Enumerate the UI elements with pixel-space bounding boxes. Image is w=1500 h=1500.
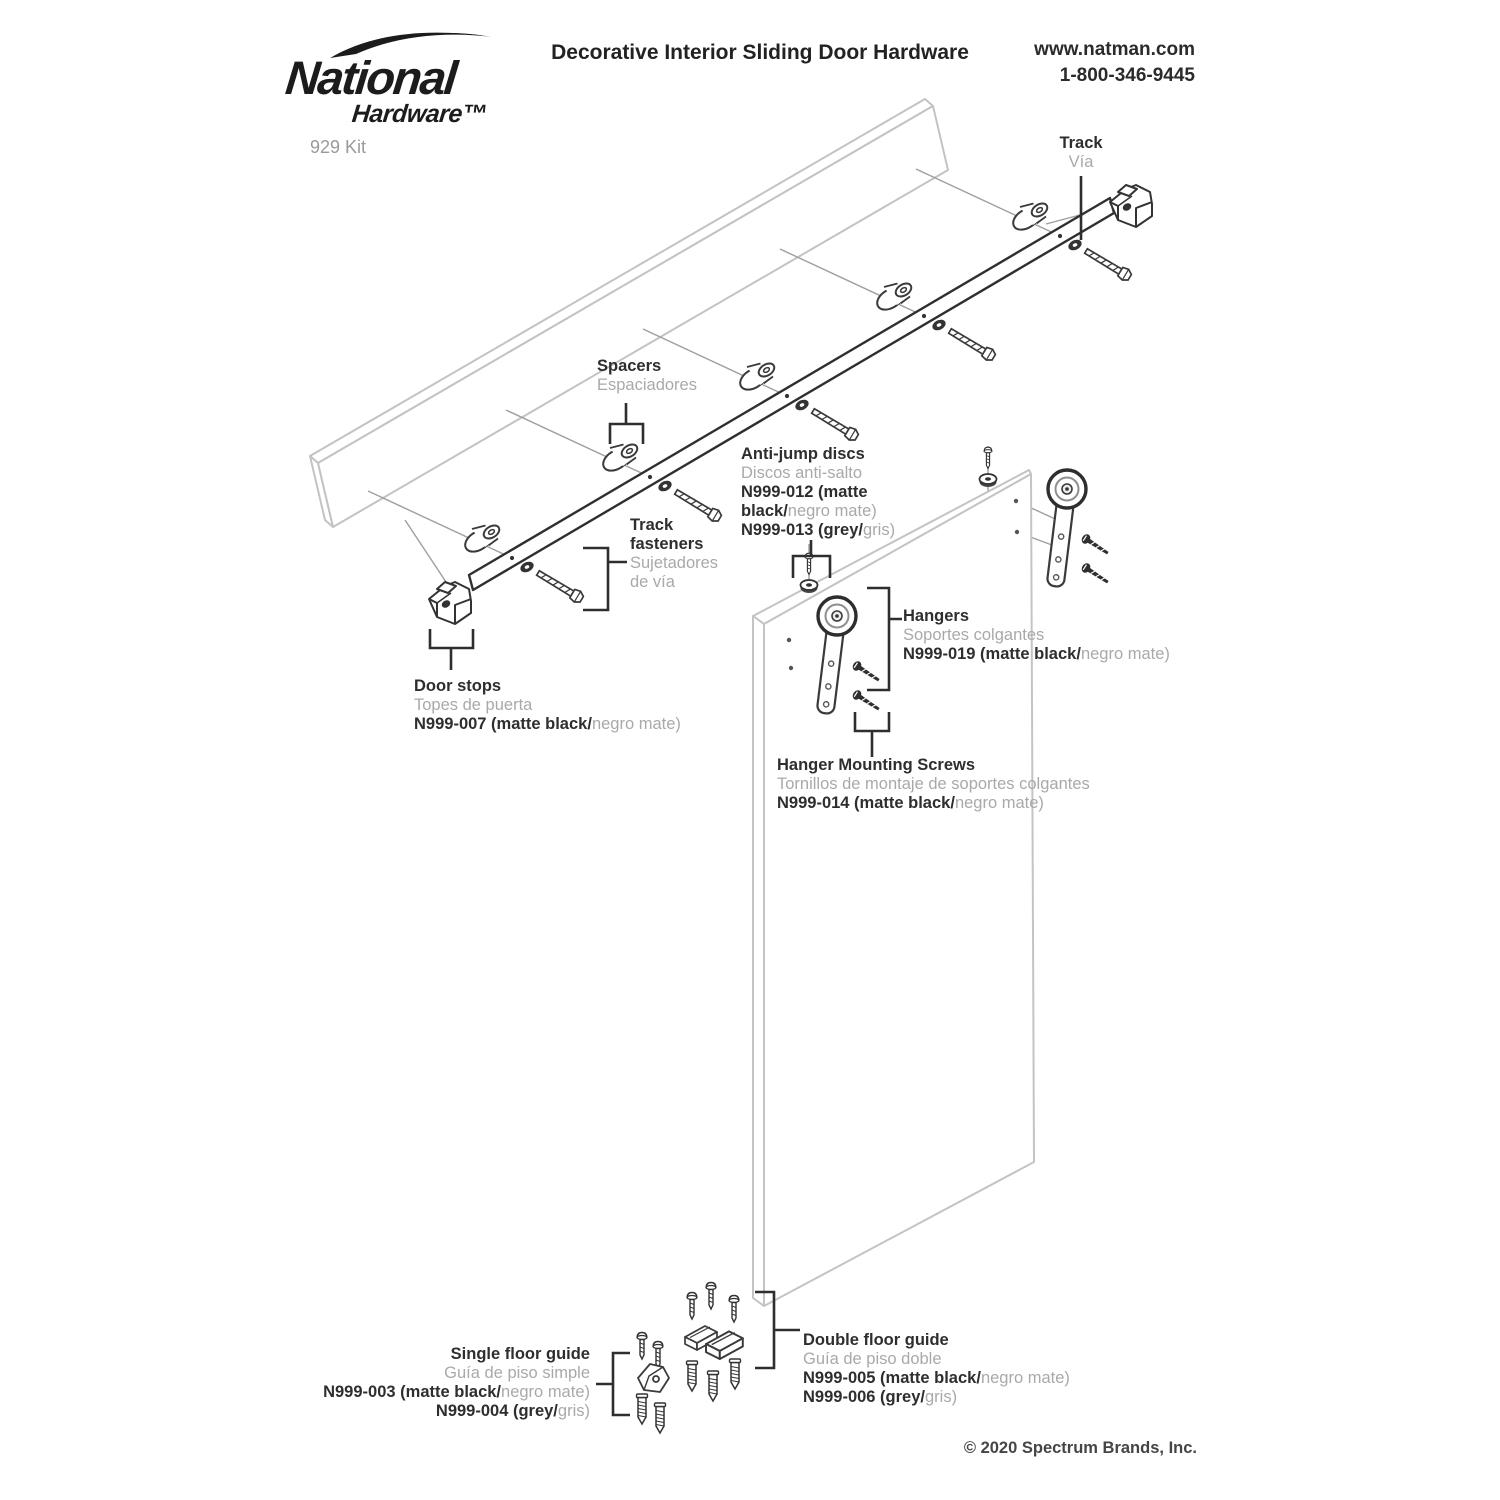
label-hangers: Hangers Soportes colgantes N999-019 (mat… xyxy=(903,607,1170,663)
label-hanger-mounting-screws: Hanger Mounting Screws Tornillos de mont… xyxy=(777,756,1090,812)
hangers-bracket xyxy=(867,586,902,692)
contact-info: www.natman.com 1-800-346-9445 xyxy=(1034,37,1195,89)
phone-number: 1-800-346-9445 xyxy=(1059,65,1195,86)
label-single-floor-guide: Single floor guide Guía de piso simple N… xyxy=(323,1345,590,1420)
hanger-screws-bracket xyxy=(853,712,891,757)
label-door-stops: Door stops Topes de puerta N999-007 (mat… xyxy=(414,677,681,733)
door-stops-bracket xyxy=(428,629,475,670)
brand-name: National xyxy=(283,51,459,104)
page-title: Decorative Interior Sliding Door Hardwar… xyxy=(551,41,969,64)
track-holes xyxy=(509,233,1063,561)
logo-swoosh-icon xyxy=(330,32,492,58)
label-anti-jump-discs: Anti-jump discs Discos anti-salto N999-0… xyxy=(741,445,896,539)
header-board xyxy=(309,98,949,528)
label-track-fasteners: Track fasteners Sujetadores de vía xyxy=(630,516,719,591)
brand-logo: National Hardware™ xyxy=(283,28,516,158)
door-hole-dots xyxy=(786,498,1020,671)
label-spacers: Spacers Espaciadores xyxy=(597,357,697,394)
copyright-notice: © 2020 Spectrum Brands, Inc. xyxy=(963,1439,1197,1457)
anti-jump-bracket xyxy=(791,540,832,578)
double-floor-guide-icons xyxy=(684,1281,744,1402)
double-guide-bracket xyxy=(755,1290,800,1370)
spacers-bracket xyxy=(608,403,645,444)
track-fasteners-bracket xyxy=(583,546,627,612)
label-double-floor-guide: Double floor guide Guía de piso doble N9… xyxy=(803,1331,1070,1406)
website: www.natman.com xyxy=(1034,39,1195,60)
single-floor-guide-icons xyxy=(635,1331,670,1434)
door-panel xyxy=(752,469,1035,1307)
kit-number: 929 Kit xyxy=(310,137,367,157)
callout-brackets xyxy=(428,176,1083,1417)
single-guide-bracket xyxy=(596,1351,630,1417)
label-track: Track Vía xyxy=(1059,134,1103,171)
brand-subname: Hardware™ xyxy=(350,100,488,128)
